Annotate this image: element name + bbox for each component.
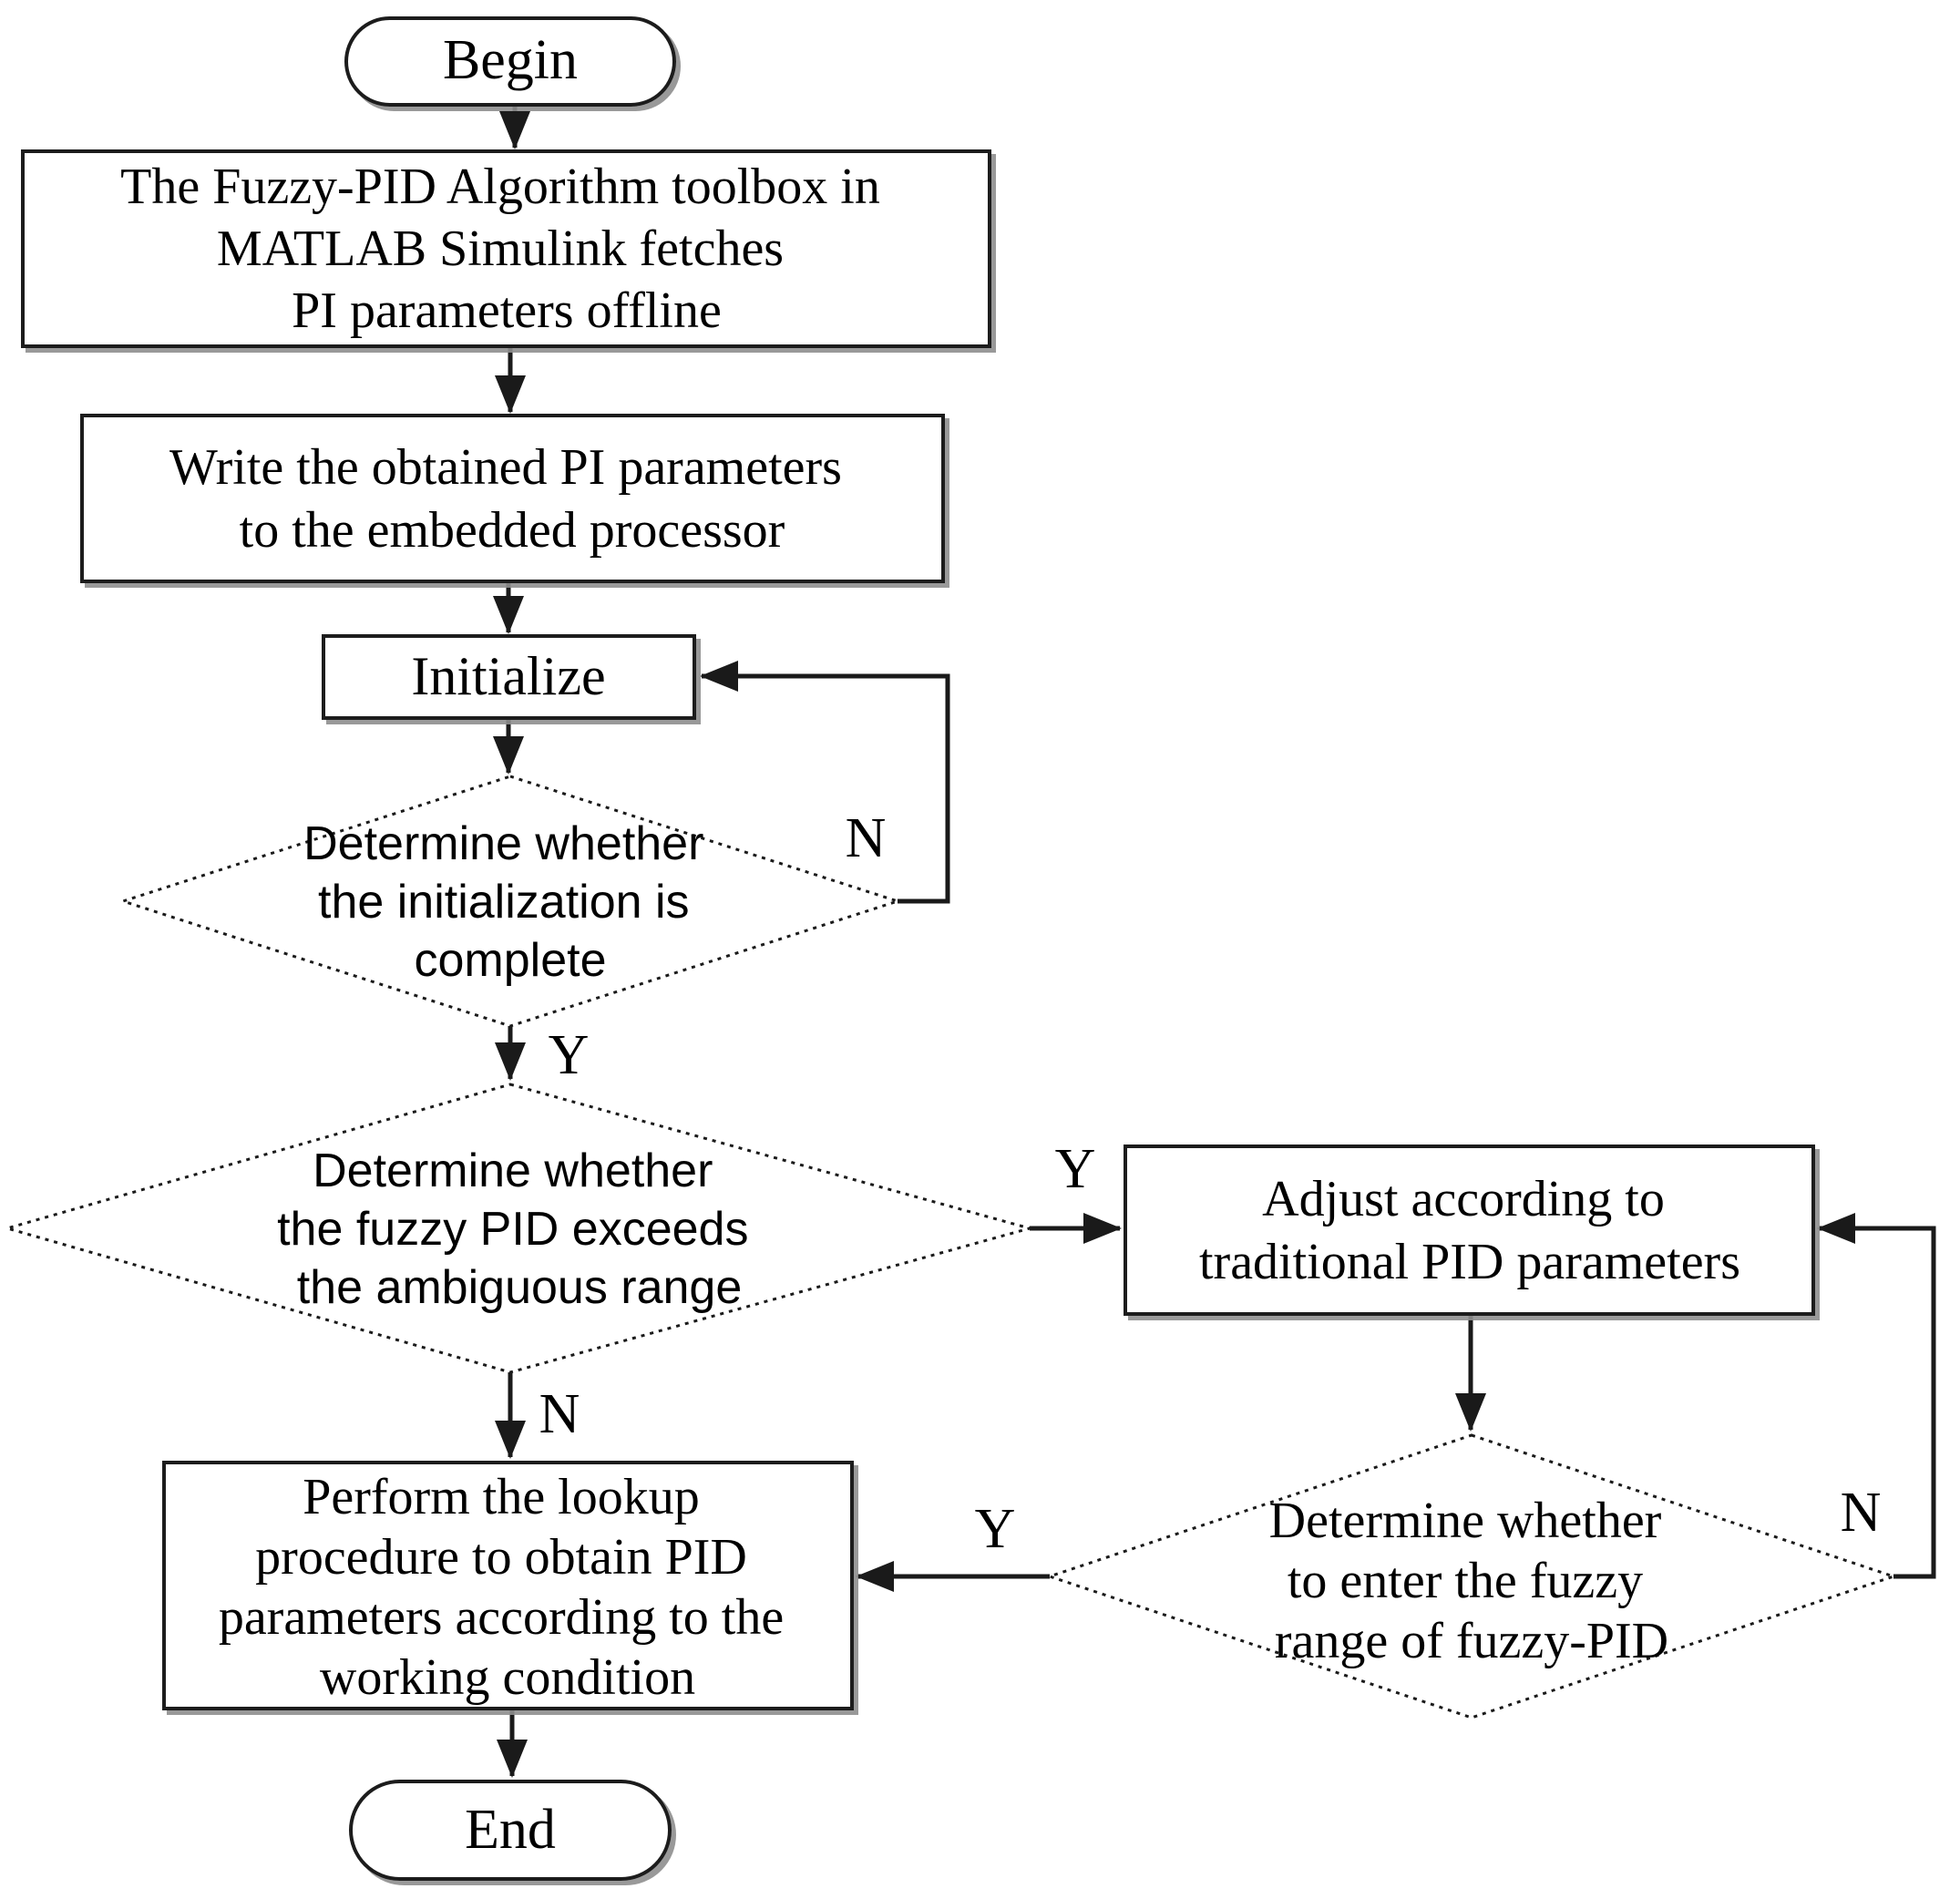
edge-label-y: Y	[975, 1498, 1016, 1560]
text-line: Perform the lookup	[303, 1469, 699, 1525]
decision-shape	[118, 775, 902, 1028]
node-label: End	[465, 1799, 556, 1861]
edge-check-init-no-loop: N	[700, 661, 950, 904]
edge-label-n: N	[846, 807, 887, 869]
text-line: The Fuzzy-PID Algorithm toolbox in	[120, 159, 880, 215]
node-end: End	[349, 1780, 672, 1881]
edges: N Y Y N N Y	[493, 105, 1936, 1778]
process-shape	[1124, 1145, 1815, 1316]
node-initialize: Initialize	[322, 634, 696, 720]
node-perform-lookup: Perform the lookup procedure to obtain P…	[162, 1461, 854, 1710]
edge-label-y: Y	[1055, 1138, 1096, 1200]
text-line: the initialization is	[318, 876, 690, 929]
node-label: Initialize	[411, 646, 605, 706]
node-check-fuzzy-range-decision: Determine whether the fuzzy PID exceeds …	[2, 1083, 1035, 1374]
text-line: to the embedded processor	[240, 502, 785, 559]
text-line: Determine whether	[303, 817, 703, 870]
decision-shape	[2, 1083, 1035, 1374]
text-line: Write the obtained PI parameters	[169, 439, 842, 496]
text-line: Adjust according to	[1262, 1171, 1665, 1227]
text-line: Determine whether	[1269, 1493, 1662, 1549]
text-line: procedure to obtain PID	[255, 1529, 747, 1586]
decision-shape	[1045, 1433, 1898, 1719]
text-line: to enter the fuzzy	[1288, 1553, 1643, 1609]
process-shape	[21, 149, 991, 348]
node-check-enter-fuzzy-decision: Determine whether to enter the fuzzy ran…	[1045, 1433, 1898, 1719]
terminator-shape	[349, 1780, 672, 1881]
node-label: Perform the lookup procedure to obtain P…	[219, 1469, 796, 1706]
text-line: complete	[415, 934, 607, 987]
loop-line	[700, 661, 950, 904]
text-line: MATLAB Simulink fetches	[217, 221, 784, 277]
text-line: working condition	[320, 1649, 695, 1706]
text-line: the ambiguous range	[297, 1261, 743, 1314]
node-label: Write the obtained PI parameters to the …	[169, 439, 855, 559]
node-label: Determine whether to enter the fuzzy ran…	[1269, 1493, 1675, 1669]
node-adjust-traditional-pid: Adjust according to traditional PID para…	[1124, 1145, 1815, 1316]
edge-label-y: Y	[549, 1024, 590, 1086]
edge-check-range-no: N	[495, 1372, 580, 1459]
process-shape	[322, 634, 696, 720]
node-begin: Begin	[344, 16, 676, 107]
text-line: PI parameters offline	[292, 282, 722, 339]
node-label: Adjust according to traditional PID para…	[1199, 1171, 1740, 1290]
edge-check-enter-no-loop: N	[1817, 1213, 1936, 1579]
node-label: The Fuzzy-PID Algorithm toolbox in MATLA…	[120, 159, 893, 339]
node-fetch-pi-parameters: The Fuzzy-PID Algorithm toolbox in MATLA…	[21, 149, 991, 348]
node-label: Begin	[443, 29, 578, 91]
node-write-parameters: Write the obtained PI parameters to the …	[80, 414, 945, 583]
text-line: parameters according to the	[219, 1589, 784, 1646]
loop-line	[1817, 1213, 1936, 1579]
process-shape	[80, 414, 945, 583]
edge-label-n: N	[539, 1383, 580, 1445]
text-line: Determine whether	[313, 1145, 713, 1197]
text-line: traditional PID parameters	[1199, 1234, 1740, 1290]
text-line: range of fuzzy-PID	[1275, 1613, 1668, 1669]
edge-check-enter-yes: Y	[856, 1498, 1050, 1592]
node-label: Determine whether the fuzzy PID exceeds …	[277, 1145, 762, 1314]
text-line: the fuzzy PID exceeds	[277, 1203, 748, 1256]
edge-check-init-yes: Y	[495, 1024, 590, 1086]
process-shape	[162, 1461, 854, 1710]
node-check-initialization-decision: Determine whether the initialization is …	[118, 775, 902, 1028]
terminator-shape	[344, 16, 676, 107]
edge-check-range-yes: Y	[1030, 1138, 1122, 1244]
node-label: Determine whether the initialization is …	[303, 817, 717, 987]
edge-label-n: N	[1841, 1482, 1882, 1544]
